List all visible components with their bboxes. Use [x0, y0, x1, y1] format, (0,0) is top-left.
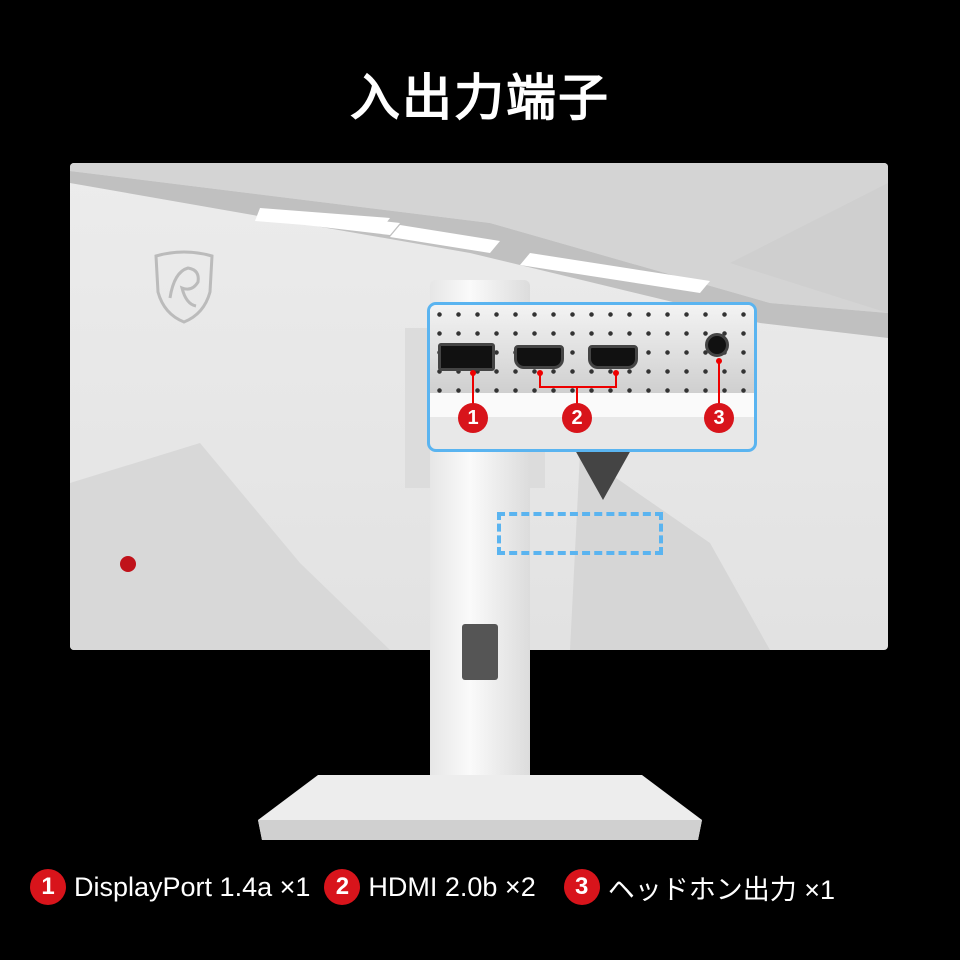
port-area-highlight — [497, 512, 663, 555]
callout-badge-2: 2 — [562, 403, 592, 433]
pointer-line — [539, 373, 541, 387]
hdmi-port-icon — [514, 345, 564, 369]
legend-badge: 2 — [324, 869, 361, 905]
pointer-line — [472, 373, 474, 413]
legend-item-displayport: 1 DisplayPort 1.4a ×1 — [30, 869, 310, 905]
pointer-line — [539, 386, 617, 388]
callout-pointer — [575, 450, 631, 500]
cable-management-hole — [462, 624, 498, 680]
legend-label: ヘッドホン出力 ×1 — [607, 874, 836, 905]
page-title: 入出力端子 — [350, 69, 610, 127]
legend-badge: 3 — [563, 869, 600, 905]
ports-closeup: 1 2 3 — [427, 302, 757, 452]
msi-logo-icon — [154, 250, 214, 324]
hdmi-port-icon — [588, 345, 638, 369]
legend-label: HDMI 2.0b ×2 — [368, 871, 536, 902]
power-button-icon — [120, 556, 136, 572]
port-legend: 1 DisplayPort 1.4a ×1 2 HDMI 2.0b ×2 3 ヘ… — [30, 866, 950, 908]
legend-badge: 1 — [30, 869, 66, 905]
headphone-jack-icon — [705, 333, 729, 357]
legend-label: DisplayPort 1.4a ×1 — [74, 871, 311, 902]
legend-item-hdmi: 2 HDMI 2.0b ×2 — [324, 869, 536, 905]
stand-base — [258, 775, 702, 840]
pointer-line — [718, 361, 720, 409]
displayport-port-icon — [438, 343, 495, 371]
pointer-line — [576, 387, 578, 409]
pointer-line — [615, 373, 617, 387]
callout-badge-1: 1 — [458, 403, 488, 433]
legend-item-headphone: 3 ヘッドホン出力 ×1 — [563, 868, 836, 907]
callout-badge-3: 3 — [704, 403, 734, 433]
